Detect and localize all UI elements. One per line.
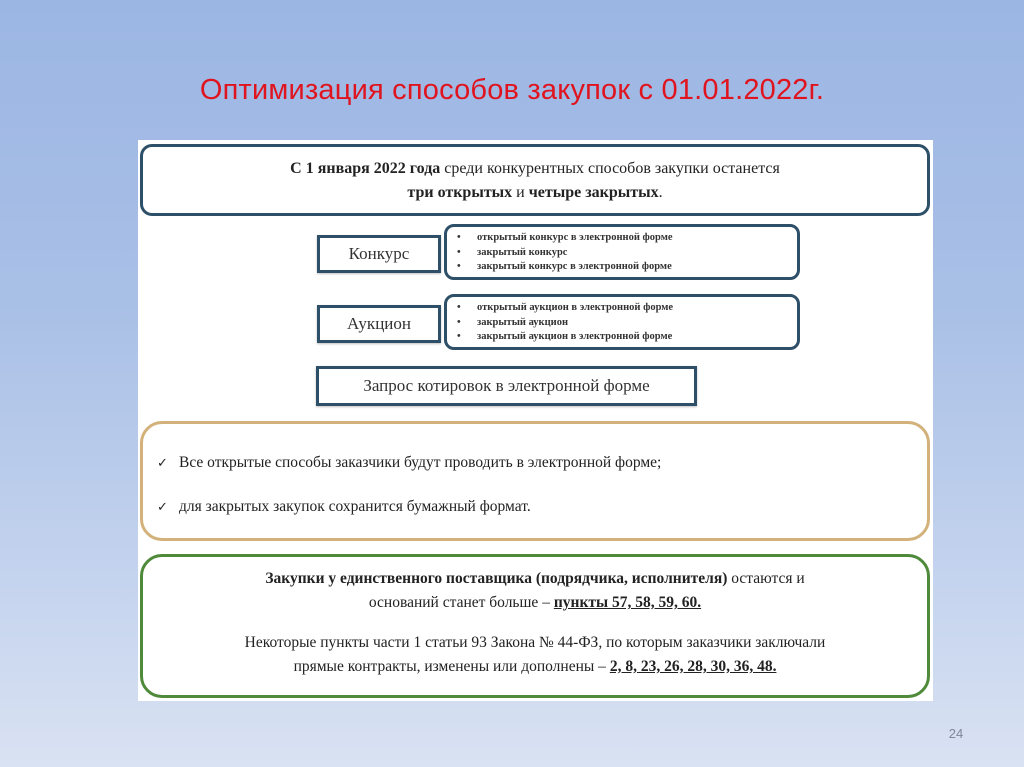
points-list-changed: 2, 8, 23, 26, 28, 30, 36, 48. xyxy=(609,658,777,675)
method-label-text: Конкурс xyxy=(348,244,410,263)
method-label-auktsion: Аукцион xyxy=(317,305,441,343)
bullet-icon: • xyxy=(457,316,461,328)
list-item: •закрытый конкурс в электронной форме xyxy=(457,260,797,275)
intro-period: . xyxy=(658,184,663,201)
method-label-zapros-kotirovok: Запрос котировок в электронной форме xyxy=(316,366,697,406)
notes-box: ✓ Все открытые способы заказчики будут пр… xyxy=(140,421,930,541)
list-item: •закрытый аукцион в электронной форме xyxy=(457,330,797,345)
intro-closed-count: четыре закрытых xyxy=(528,184,659,201)
method-list-konkurs: •открытый конкурс в электронной форме •з… xyxy=(444,224,800,280)
intro-text: среди конкурентных способов закупки оста… xyxy=(440,160,780,177)
list-item: •открытый конкурс в электронной форме xyxy=(457,231,797,246)
method-label-text: Аукцион xyxy=(347,314,411,333)
intro-open-count: три открытых xyxy=(407,184,513,201)
intro-conjunction: и xyxy=(512,184,529,201)
note-item: ✓ Все открытые способы заказчики будут пр… xyxy=(157,454,661,472)
slide-title: Оптимизация способов закупок с 01.01.202… xyxy=(199,74,825,106)
intro-line-1: С 1 января 2022 года среди конкурентных … xyxy=(143,157,927,181)
content-panel: С 1 января 2022 года среди конкурентных … xyxy=(138,140,933,701)
intro-box: С 1 января 2022 года среди конкурентных … xyxy=(140,144,930,216)
list-item: •закрытый аукцион xyxy=(457,316,797,331)
single-supplier-paragraph-2: Некоторые пункты части 1 статьи 93 Закон… xyxy=(244,634,826,675)
method-list-auktsion: •открытый аукцион в электронной форме •з… xyxy=(444,294,800,350)
intro-date: С 1 января 2022 года xyxy=(290,160,441,177)
method-label-text: Запрос котировок в электронной форме xyxy=(363,376,650,395)
note-text: для закрытых закупок сохранится бумажный… xyxy=(179,498,531,515)
page-number: 24 xyxy=(948,726,964,741)
list-item: •открытый аукцион в электронной форме xyxy=(457,301,797,316)
note-item: ✓ для закрытых закупок сохранится бумажны… xyxy=(157,498,531,516)
list-item: •закрытый конкурс xyxy=(457,246,797,261)
bullet-icon: • xyxy=(457,246,461,258)
bullet-icon: • xyxy=(457,232,461,243)
method-label-konkurs: Конкурс xyxy=(317,235,441,273)
intro-line-2: три открытых и четыре закрытых. xyxy=(143,181,927,205)
bullet-icon: • xyxy=(457,261,461,272)
single-supplier-paragraph-1: Закупки у единственного поставщика (подр… xyxy=(265,570,805,611)
checkmark-icon: ✓ xyxy=(157,456,168,471)
single-supplier-box: Закупки у единственного поставщика (подр… xyxy=(140,554,930,698)
checkmark-icon: ✓ xyxy=(157,500,168,515)
points-list-new: пункты 57, 58, 59, 60. xyxy=(553,594,702,611)
note-text: Все открытые способы заказчики будут про… xyxy=(179,454,662,471)
bullet-icon: • xyxy=(457,331,461,342)
single-supplier-heading: Закупки у единственного поставщика (подр… xyxy=(265,570,728,587)
bullet-icon: • xyxy=(457,302,461,313)
